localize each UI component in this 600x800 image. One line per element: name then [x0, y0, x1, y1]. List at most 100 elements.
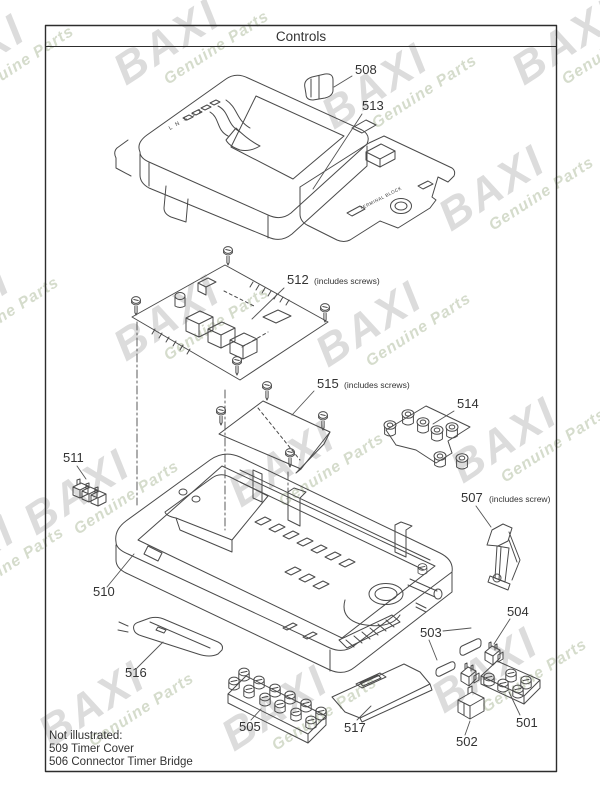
screw-icon	[232, 356, 242, 376]
cover-wiring-detail	[182, 99, 261, 151]
plate-clip-boss	[365, 143, 396, 168]
cover-side-ledge	[114, 139, 132, 177]
cover-recess-panel	[230, 95, 345, 180]
footer-509-timer-cover: 509 Timer Cover	[49, 743, 134, 755]
grommet-icon	[383, 420, 397, 437]
callout-517-line	[356, 705, 372, 721]
pcb-board	[131, 264, 329, 381]
page-border	[44, 24, 558, 773]
part-514-grommet-strip	[383, 405, 471, 470]
terminal-icon	[290, 707, 302, 722]
callout-513-label: 513	[362, 98, 384, 113]
callout-515-note: (includes screws)	[344, 380, 410, 390]
part-513-control-cover: L N ⏚ 1 2 TERMINAL BLOCK	[114, 74, 456, 242]
housing-rim	[115, 453, 453, 651]
grommet-icon	[433, 451, 447, 468]
part-503-pins	[435, 638, 482, 677]
plate-round-hole	[390, 198, 412, 214]
callout-507-note: (includes screw)	[489, 494, 551, 504]
part-512-pcb	[131, 246, 330, 381]
part-510-control-box	[115, 453, 453, 673]
housing-compartments	[239, 469, 431, 590]
screw-icon	[262, 381, 272, 401]
callout-505-line	[250, 708, 262, 721]
pcb-components	[174, 277, 292, 360]
plate-terminal-block-text: TERMINAL BLOCK	[359, 186, 402, 211]
housing-outer-wall	[115, 544, 453, 673]
terminal-block-base-plate	[299, 135, 456, 242]
callout-514-line	[432, 410, 455, 425]
callout-501-label: 501	[516, 715, 538, 730]
grommet-icon	[416, 417, 430, 434]
plate-515	[218, 400, 331, 470]
terminal-icon	[505, 668, 517, 683]
callout-510-line	[106, 553, 135, 588]
footer-506-connector-timer-bridge: 506 Connector Timer Bridge	[49, 756, 193, 768]
callout-503-line	[428, 639, 438, 661]
cover-top-face	[138, 74, 369, 219]
screw-icon	[223, 246, 233, 266]
cover-side-wall	[139, 145, 368, 240]
callout-512-line	[251, 287, 285, 320]
screw-icon	[320, 303, 330, 323]
callout-512-label: 512	[287, 272, 309, 287]
cover-latch-tab	[163, 185, 189, 223]
callout-508-line	[333, 75, 353, 88]
plate-square-hole	[417, 180, 434, 190]
part-504-connector	[460, 641, 504, 687]
pcb-edge-contacts	[151, 328, 191, 355]
grommet-icon	[455, 453, 469, 470]
cover-terminal-markings: L N ⏚ 1 2	[168, 107, 204, 132]
callout-511-line	[76, 465, 87, 480]
callout-502-line	[464, 720, 471, 736]
screw-icon	[216, 406, 226, 426]
callout-508-label: 508	[355, 62, 377, 77]
housing-relay-box	[164, 474, 269, 553]
grommet-icon	[430, 425, 444, 442]
part-501-terminal-block	[417, 563, 541, 705]
callout-504-line	[493, 618, 511, 645]
callout-516-label: 516	[125, 665, 147, 680]
part-515-cover-plate	[216, 381, 331, 474]
callout-505-label: 505	[239, 719, 261, 734]
screw-icon	[131, 296, 141, 316]
plate-slot	[346, 205, 366, 217]
housing-vent-strip	[338, 614, 401, 649]
callout-504-label: 504	[507, 604, 529, 619]
callout-511-label: 511	[63, 450, 84, 465]
part-517-blanking-plate	[331, 663, 433, 723]
cover-rear-tab	[351, 119, 377, 134]
footer-notes: Not illustrated: 509 Timer Cover 506 Con…	[49, 730, 193, 768]
housing-apron-slots	[282, 622, 318, 640]
callout-517-label: 517	[344, 720, 366, 735]
terminal-icon	[238, 667, 250, 682]
callout-503-line	[442, 627, 472, 632]
part-508-clip	[304, 73, 334, 101]
terminal-icon	[274, 699, 286, 714]
part-516-lever	[117, 616, 223, 657]
callout-507-line	[475, 505, 492, 528]
terminal-icon	[243, 684, 255, 699]
callout-515-label: 515	[317, 376, 339, 391]
page-title: Controls	[276, 29, 327, 44]
callout-516-line	[136, 641, 164, 669]
terminal-icon	[259, 692, 271, 707]
callout-502-label: 502	[456, 734, 478, 749]
callout-501-line	[508, 691, 521, 716]
callout-514-label: 514	[457, 396, 479, 411]
callout-507-label: 507	[461, 490, 483, 505]
part-502-connector	[457, 685, 485, 720]
footer-not-illustrated: Not illustrated:	[49, 730, 123, 742]
housing-left-tab	[143, 545, 163, 562]
grommet-bracket	[385, 405, 471, 464]
part-505-terminal-strip	[227, 667, 327, 744]
callout-512-note: (includes screws)	[314, 276, 380, 286]
callout-510-label: 510	[93, 584, 115, 599]
part-507-bracket	[486, 523, 521, 591]
housing-timer-pocket	[343, 583, 404, 627]
callout-503-label: 503	[420, 625, 442, 640]
housing-side-spigot	[407, 578, 443, 613]
callout-515-line	[291, 390, 315, 416]
